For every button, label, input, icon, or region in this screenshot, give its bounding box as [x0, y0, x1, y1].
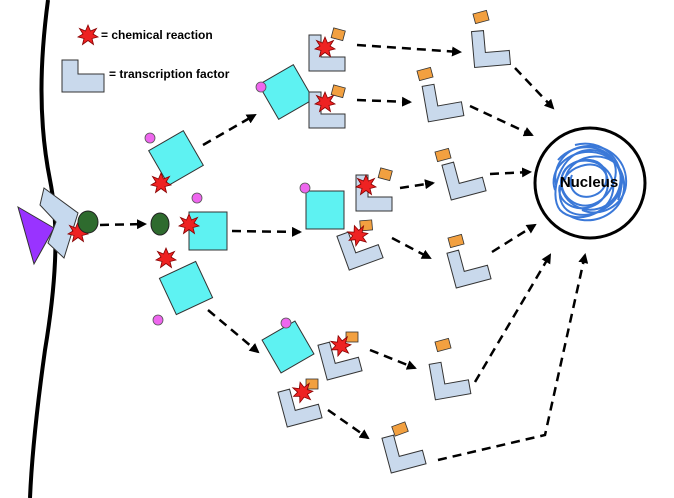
receptor-body: [39, 187, 79, 259]
tf-bound-5: [317, 331, 363, 381]
fragment: [434, 337, 452, 353]
tf-free-3: [434, 147, 487, 201]
tf-free-1: [470, 9, 512, 69]
legend-factor-icon: [61, 59, 105, 93]
tf-free-2: [416, 66, 465, 123]
phosphate-dot: [255, 81, 267, 93]
kinase-middle: [178, 192, 228, 251]
tf-bound-1: [308, 27, 346, 72]
tf-free-6: [381, 421, 427, 474]
phosphate-dot: [280, 317, 292, 329]
fragment: [416, 66, 434, 82]
arrow-kinase-middle-to-level2: [231, 226, 302, 237]
arrow-tf4-to-free4: [391, 236, 432, 260]
dna-scribble: [552, 142, 628, 222]
cell-membrane: [28, 0, 58, 498]
phosphate-dot: [152, 314, 164, 326]
second-messenger-dot: [150, 212, 170, 236]
kinase-level2-bottom: [261, 317, 315, 374]
legend: = chemical reaction = transcription fact…: [61, 24, 230, 93]
arrow-free1-to-nucleus: [514, 67, 555, 110]
arrow-receptor-to-messenger: [99, 219, 147, 230]
tf-bound-6: [277, 378, 323, 428]
fragment: [434, 147, 452, 163]
receptor-ligand-dot: [77, 210, 99, 234]
fragment: [472, 9, 490, 25]
legend-factor-label: = transcription factor: [109, 67, 230, 81]
arrow-kinase-bottom-to-level2: [207, 309, 260, 354]
arrow-tf5-to-free5: [369, 348, 417, 370]
tf-free-5: [428, 337, 472, 401]
phosphate-dot: [191, 192, 203, 204]
kinase-bottom: [152, 247, 214, 326]
fragment: [391, 421, 409, 437]
arrows: [99, 43, 589, 462]
arrow-tf6-to-free6: [327, 408, 370, 440]
tf-bound-4: [336, 219, 384, 271]
arrow-free6-to-nucleus: [437, 253, 589, 462]
fragment: [447, 233, 465, 249]
kinase-level2-middle: [299, 182, 345, 230]
ligand-triangle: [17, 205, 55, 266]
arrow-free3-to-nucleus: [489, 167, 532, 178]
kinase-top: [144, 129, 205, 193]
arrow-kinase-top-to-level2: [202, 113, 257, 147]
nucleus: Nucleus: [533, 126, 647, 240]
kinase-level2-top: [255, 63, 315, 121]
receptor: [17, 187, 99, 266]
arrow-tf1-to-free1: [356, 43, 462, 57]
tf-bound-2: [308, 84, 346, 129]
arrow-free4-to-nucleus: [491, 223, 537, 254]
arrow-tf2-to-free2: [356, 96, 412, 107]
arrow-free5-to-nucleus: [473, 253, 552, 383]
legend-reaction-icon: [77, 24, 99, 45]
tf-bound-3: [355, 167, 393, 212]
arrow-free2-to-nucleus: [469, 104, 534, 137]
tf-free-4: [446, 233, 492, 289]
legend-reaction-label: = chemical reaction: [101, 28, 213, 42]
nucleus-label: Nucleus: [560, 174, 618, 191]
reaction-icon: [155, 247, 177, 268]
arrow-tf3-to-free3: [399, 179, 435, 190]
phosphate-dot: [299, 182, 311, 194]
phosphate-dot: [144, 132, 156, 144]
